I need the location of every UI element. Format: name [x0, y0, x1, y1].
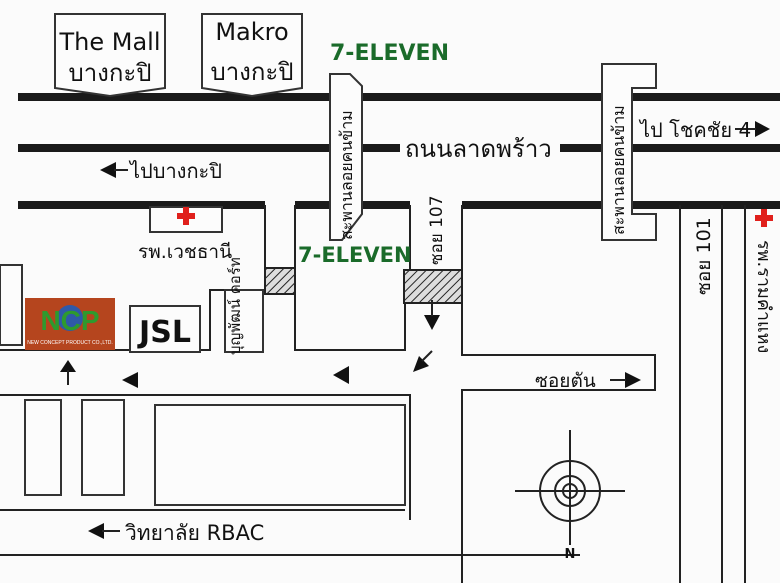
college-label: วิทยาลัย RBAC	[125, 521, 264, 545]
jsl-label: JSL	[137, 315, 191, 350]
ncp-logo-text: NCP	[40, 305, 99, 336]
soi-107-label: ซอย 107	[427, 195, 447, 265]
the-mall-sublabel: บางกะปิ	[68, 59, 151, 87]
block	[81, 399, 125, 496]
compass-north-label: N	[565, 547, 576, 562]
soi-101-label: ซอย 101	[693, 217, 715, 295]
soi-top-row	[0, 394, 411, 520]
hospital-cross-icon	[177, 207, 195, 225]
seven-eleven-mid-label: 7-ELEVEN	[298, 243, 412, 267]
arrow-left-icon	[333, 366, 349, 384]
arrow-down-icon	[424, 315, 440, 330]
makro-marker	[201, 13, 303, 98]
arrow-right-icon	[755, 121, 770, 137]
hospital-ramkhamhaeng-label: รพ.รามคำแหง	[753, 240, 774, 353]
arrow-diagonal-shaft	[421, 350, 433, 362]
arrow-up-icon	[60, 360, 76, 372]
makro-label: Makro	[215, 18, 288, 46]
arrow-left-icon	[88, 523, 104, 539]
arrow-right-icon	[625, 372, 641, 388]
soi-107-boundary	[461, 205, 656, 583]
ncp-logo-subtext: NEW CONCEPT PRODUCT CO.,LTD.	[27, 340, 113, 346]
hospital-cross-icon	[755, 209, 773, 227]
arrow-left-icon	[100, 162, 116, 178]
footbridge-right	[601, 63, 657, 241]
to-bangkapi-label: ไปบางกะปิ	[128, 159, 222, 183]
the-mall-marker	[54, 13, 166, 98]
bunyaphat-court-label: บุญพัฒน์ คอร์ท	[226, 257, 245, 355]
to-chokchai-label: ไป โชคชัย 4	[638, 118, 751, 142]
bunyaphat-court-block	[224, 289, 264, 353]
block	[154, 404, 406, 506]
barrier	[403, 269, 463, 304]
footbridge-right-label: สะพานลอยคนข้าม	[609, 105, 628, 235]
footbridge-left	[329, 73, 363, 241]
compass-icon	[515, 430, 625, 545]
footbridge-left-label: สะพานลอยคนข้าม	[337, 110, 356, 240]
arrow-down-left-icon	[413, 356, 429, 372]
the-mall-label: The Mall	[58, 28, 160, 56]
block	[0, 264, 23, 346]
barrier	[264, 267, 296, 295]
jsl-box	[129, 305, 201, 353]
makro-sublabel: บางกะปิ	[210, 58, 293, 86]
block	[24, 399, 62, 496]
main-road-label: ถนนลาดพร้าว	[405, 135, 552, 163]
soi-dead-end-label: ซอยตัน	[535, 370, 596, 392]
arrow-left-icon	[122, 372, 138, 388]
hospital-vejthani-label: รพ.เวชธานี	[138, 241, 232, 263]
ncp-logo	[25, 298, 115, 350]
seven-eleven-top-label: 7-ELEVEN	[330, 41, 449, 66]
